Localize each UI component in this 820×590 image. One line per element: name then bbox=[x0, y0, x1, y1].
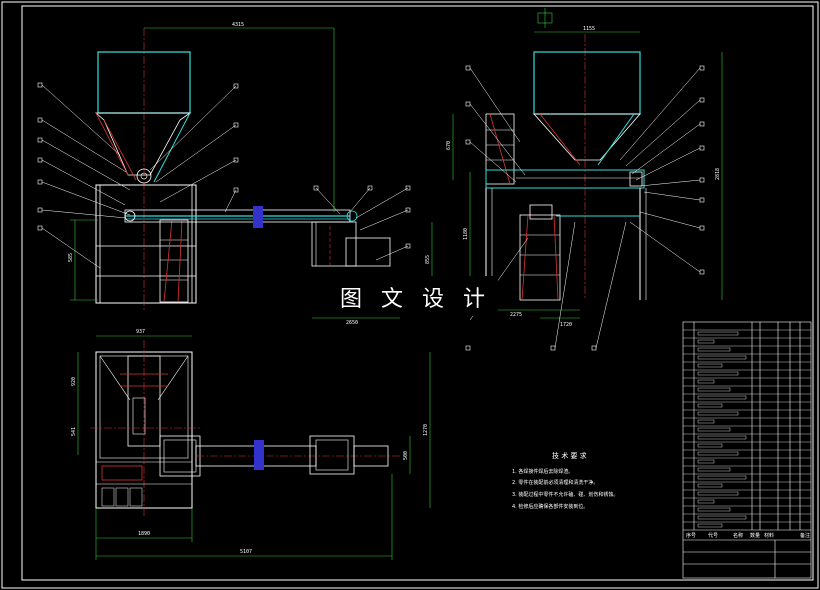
parts-row-text bbox=[697, 435, 747, 440]
parts-row-text bbox=[697, 507, 731, 512]
parts-row-text bbox=[697, 419, 715, 424]
tech-requirement-2: 2. 零件在装配前必须清理和清洗干净。 bbox=[512, 479, 598, 486]
dim-side-bottom-b: 1720 bbox=[560, 322, 572, 328]
plan-view bbox=[77, 335, 431, 560]
tech-requirement-4: 4. 检修后应确保各部件安装到位。 bbox=[512, 503, 588, 510]
parts-row-text bbox=[697, 443, 723, 448]
parts-row-text bbox=[697, 411, 739, 416]
dim-front-top: 4315 bbox=[232, 22, 244, 28]
tb-header-index: 序号 bbox=[686, 532, 696, 539]
dim-side-left-2: 1180 bbox=[463, 228, 469, 240]
parts-row-text bbox=[697, 467, 731, 472]
dim-plan-top: 937 bbox=[136, 329, 145, 335]
parts-row-text bbox=[697, 363, 723, 368]
dim-plan-bottom-2: 5107 bbox=[240, 549, 252, 555]
dimension-labels: 4315 585 855 2650 1155 670 1180 2818 227… bbox=[68, 22, 721, 555]
tech-requirements: 技 术 要 求 1. 各焊接件焊后去除焊渣。 2. 零件在装配前必须清理和清洗干… bbox=[512, 451, 618, 510]
parts-row-text bbox=[697, 355, 747, 360]
dim-side-top: 1155 bbox=[583, 26, 595, 32]
dim-side-left-1: 670 bbox=[446, 141, 452, 150]
parts-row-text bbox=[697, 427, 731, 432]
tb-header-name: 名称 bbox=[733, 532, 743, 539]
parts-row-text bbox=[697, 387, 731, 392]
parts-row-text bbox=[697, 451, 739, 456]
tb-header-material: 材料 bbox=[764, 532, 774, 539]
parts-row-text bbox=[697, 475, 747, 480]
tb-header-qty: 数量 bbox=[750, 532, 760, 539]
parts-row-text bbox=[697, 379, 715, 384]
parts-row-text bbox=[697, 339, 715, 344]
dim-plan-right-1: 1270 bbox=[423, 424, 429, 436]
dim-front-right-h: 855 bbox=[425, 255, 431, 264]
parts-row-text bbox=[697, 331, 739, 336]
parts-row-text bbox=[697, 347, 731, 352]
watermark-box bbox=[312, 276, 498, 316]
dim-plan-bottom-1: 1890 bbox=[138, 531, 150, 537]
tb-header-code: 代号 bbox=[708, 532, 718, 539]
sheet-border-inner bbox=[21, 5, 814, 581]
parts-row-text bbox=[697, 459, 715, 464]
parts-row-text bbox=[697, 403, 723, 408]
dim-side-bottom-a: 2275 bbox=[510, 312, 522, 318]
tech-requirement-1: 1. 各焊接件焊后去除焊渣。 bbox=[512, 468, 573, 475]
parts-row-text bbox=[697, 395, 747, 400]
tech-requirement-3: 3. 装配过程中零件不允许磕、碰、划伤和锈蚀。 bbox=[512, 491, 618, 498]
parts-row-text bbox=[697, 499, 715, 504]
parts-row-text bbox=[697, 371, 739, 376]
watermark-text: 图 文 设 计 bbox=[340, 287, 491, 312]
front-view bbox=[37, 27, 433, 319]
dim-front-left-h: 585 bbox=[68, 253, 74, 262]
parts-row-text bbox=[697, 515, 747, 520]
parts-row-text bbox=[697, 491, 739, 496]
parts-row-text bbox=[697, 483, 723, 488]
dim-side-right: 2818 bbox=[715, 168, 721, 180]
parts-row-text bbox=[697, 523, 723, 528]
tech-requirements-title: 技 术 要 求 bbox=[552, 451, 587, 460]
title-block-headers: 序号 代号 名称 数量 材料 备注 bbox=[686, 532, 810, 539]
title-block-rows bbox=[683, 329, 811, 528]
tb-header-remark: 备注 bbox=[800, 532, 810, 539]
dim-front-bottom: 2650 bbox=[346, 320, 358, 326]
dim-plan-left-1: 920 bbox=[71, 377, 77, 386]
dim-plan-left-2: 541 bbox=[71, 427, 77, 436]
dim-plan-right-2: 500 bbox=[403, 451, 409, 460]
